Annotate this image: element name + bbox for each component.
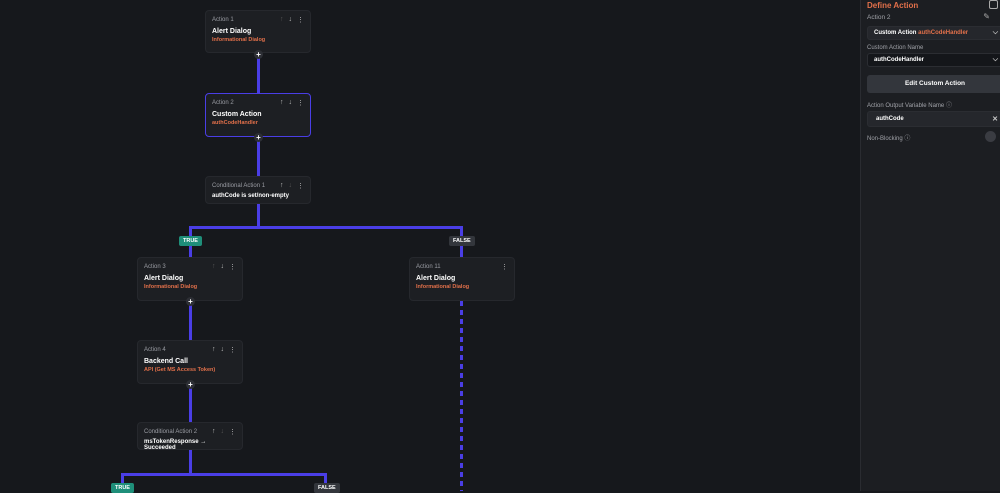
action-subtitle: API (Get MS Access Token) <box>144 367 216 373</box>
action-type-select[interactable]: Custom Action authCodeHandler ⌵ <box>867 26 1000 40</box>
add-action-button[interactable]: + <box>254 133 263 142</box>
conditional-card-2[interactable]: Conditional Action 2 ↑ ↓ ⋮ msTokenResponse… <box>137 422 243 451</box>
more-icon[interactable]: ⋮ <box>229 347 236 354</box>
action-title: Alert Dialog <box>212 28 252 35</box>
more-icon[interactable]: ⋮ <box>229 264 236 271</box>
arrow-down-icon[interactable]: ↓ <box>220 428 225 435</box>
edit-custom-action-button[interactable]: Edit Custom Action <box>867 75 1000 93</box>
info-icon: ⓘ <box>945 103 952 109</box>
clear-icon[interactable]: ✕ <box>992 116 998 123</box>
action-card-2[interactable]: Action 2 ↑ ↓ ⋮ Custom Action authCodeHandl… <box>205 93 311 137</box>
arrow-up-icon[interactable]: ↑ <box>280 16 284 23</box>
arrow-down-icon[interactable]: ↓ <box>288 182 293 189</box>
custom-action-name-label: Custom Action Name <box>867 45 924 51</box>
arrow-down-icon[interactable]: ↓ <box>220 263 225 270</box>
type-name: authCodeHandler <box>918 30 969 36</box>
action-label: Action 2 <box>867 14 891 21</box>
action-title: Alert Dialog <box>416 275 456 282</box>
action-label: Action 4 <box>144 347 166 353</box>
false-badge: FALSE <box>314 483 340 493</box>
chevron-down-icon: ⌵ <box>992 29 998 36</box>
custom-action-name-select[interactable]: authCodeHandler ⌵ <box>867 53 1000 67</box>
add-action-button[interactable]: + <box>186 380 195 389</box>
edit-icon[interactable]: ✎ <box>983 12 990 21</box>
connector <box>189 302 192 341</box>
arrow-down-icon[interactable]: ↓ <box>288 16 293 23</box>
connector <box>189 226 463 229</box>
action-label: Action 3 <box>144 264 166 270</box>
non-blocking-text: Non-Blocking <box>867 136 903 142</box>
false-badge: FALSE <box>449 236 475 246</box>
connector <box>257 137 260 177</box>
action-title: Alert Dialog <box>144 275 184 282</box>
type-prefix: Custom Action <box>874 30 917 36</box>
save-icon[interactable] <box>989 0 998 9</box>
non-blocking-label: Non-Blocking ⓘ <box>867 133 910 142</box>
action-title: Custom Action <box>212 111 262 118</box>
arrow-up-icon[interactable]: ↑ <box>212 346 216 353</box>
connector <box>257 204 260 228</box>
arrow-up-icon[interactable]: ↑ <box>280 182 284 189</box>
action-card-1[interactable]: Action 1 ↑ ↓ ⋮ Alert Dialog Informational … <box>205 10 311 53</box>
true-badge: TRUE <box>179 236 202 246</box>
connector <box>189 450 192 475</box>
arrow-down-icon[interactable]: ↓ <box>288 99 293 106</box>
info-icon: ⓘ <box>904 136 911 142</box>
output-variable-label: Action Output Variable Name ⓘ <box>867 100 952 109</box>
action-title: Backend Call <box>144 358 188 365</box>
condition-text: msTokenResponse → Succeeded <box>144 439 207 451</box>
add-action-button[interactable]: + <box>186 297 195 306</box>
action-card-11[interactable]: Action 11 ⋮ Alert Dialog Informational D… <box>409 257 515 301</box>
action-label: Action 1 <box>212 17 234 23</box>
add-action-button[interactable]: + <box>254 50 263 59</box>
action-label: Conditional Action 1 <box>212 183 266 189</box>
non-blocking-toggle[interactable] <box>985 131 996 142</box>
arrow-up-icon[interactable]: ↑ <box>280 99 284 106</box>
more-icon[interactable]: ⋮ <box>297 100 304 107</box>
connector <box>121 473 124 491</box>
output-label-text: Action Output Variable Name <box>867 103 945 109</box>
arrow-up-icon[interactable]: ↑ <box>212 428 216 435</box>
more-icon[interactable]: ⋮ <box>501 264 508 271</box>
properties-panel: Define Action Action 2 ✎ Custom Action a… <box>860 0 1000 491</box>
more-icon[interactable]: ⋮ <box>297 17 304 24</box>
arrow-down-icon[interactable]: ↓ <box>220 346 225 353</box>
panel-title: Define Action <box>867 1 919 10</box>
action-subtitle: Informational Dialog <box>144 284 198 290</box>
arrow-up-icon[interactable]: ↑ <box>212 263 216 270</box>
conditional-card-1[interactable]: Conditional Action 1 ↑ ↓ ⋮ authCode is set… <box>205 176 311 204</box>
action-label: Action 11 <box>416 264 441 270</box>
name-value: authCodeHandler <box>874 57 925 63</box>
output-value: authCode <box>876 116 904 122</box>
action-label: Action 2 <box>212 100 234 106</box>
action-label: Conditional Action 2 <box>144 429 198 435</box>
action-subtitle: Informational Dialog <box>416 284 470 290</box>
output-variable-input[interactable]: authCode ✕ <box>867 111 1000 127</box>
connector <box>257 54 260 94</box>
action-subtitle: Informational Dialog <box>212 37 266 43</box>
connector <box>189 384 192 423</box>
connector <box>324 473 327 491</box>
more-icon[interactable]: ⋮ <box>229 429 236 436</box>
dashed-connector <box>460 301 463 491</box>
connector <box>121 473 327 476</box>
chevron-down-icon: ⌵ <box>992 56 998 63</box>
more-icon[interactable]: ⋮ <box>297 183 304 190</box>
condition-text: authCode is set/non-empty <box>212 193 290 199</box>
action-card-3[interactable]: Action 3 ↑ ↓ ⋮ Alert Dialog Informational … <box>137 257 243 301</box>
true-badge: TRUE <box>111 483 134 493</box>
action-card-4[interactable]: Action 4 ↑ ↓ ⋮ Backend Call API (Get MS Ac… <box>137 340 243 384</box>
action-subtitle: authCodeHandler <box>212 120 258 126</box>
